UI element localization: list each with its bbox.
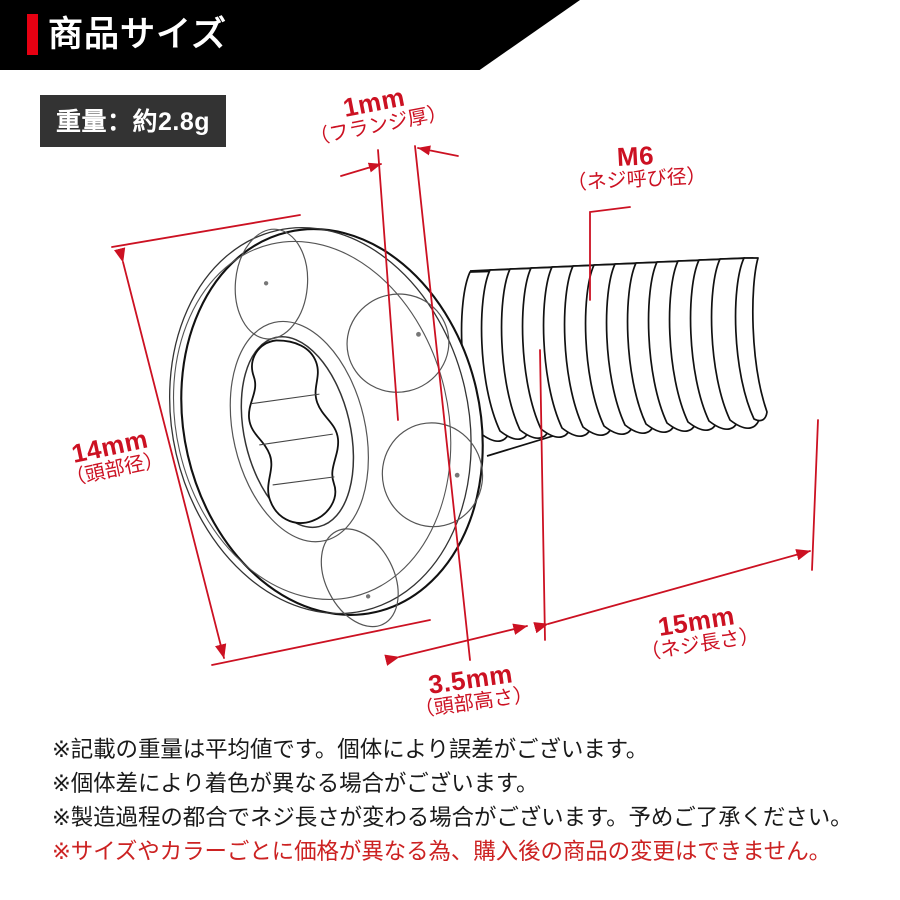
ext-line-head-dia-bottom bbox=[211, 619, 431, 666]
dim-arrow-flange-right bbox=[417, 145, 459, 157]
footnote-item: ※個体差により着色が異なる場合がございます。 bbox=[52, 771, 539, 796]
dimension-label-thread-diameter: M6 （ネジ呼び径） bbox=[565, 138, 707, 195]
footnote-list: ※記載の重量は平均値です。個体により誤差がございます。 ※個体差により着色が異な… bbox=[52, 733, 868, 869]
page-title: 商品サイズ bbox=[48, 15, 227, 54]
ext-line-flange-right bbox=[414, 145, 471, 661]
dim-arrow-head-height bbox=[384, 623, 528, 666]
weight-badge: 重量：約2.8g bbox=[40, 95, 227, 147]
ext-line-thread-start bbox=[539, 349, 546, 641]
dimension-label-flange-thickness: 1mm （フランジ厚） bbox=[303, 75, 450, 150]
leader-m6 bbox=[589, 206, 631, 301]
dimension-note: （ネジ呼び径） bbox=[566, 165, 708, 195]
dimension-label-head-diameter: 14mm （頭部径） bbox=[58, 422, 166, 491]
ext-line-head-dia-top bbox=[111, 214, 301, 248]
footnote-item: ※製造過程の都合でネジ長さが変わる場合がございます。予めご了承ください。 bbox=[52, 805, 853, 830]
header-banner bbox=[0, 0, 580, 70]
ext-line-flange-left bbox=[377, 149, 399, 421]
dim-arrow-flange-left bbox=[340, 162, 382, 177]
header-accent-bar bbox=[27, 14, 38, 55]
dimension-label-head-height: 3.5mm （頭部高さ） bbox=[409, 657, 535, 723]
ext-line-thread-end bbox=[811, 419, 819, 571]
footnote-item-warning: ※サイズやカラーごとに価格が異なる為、購入後の商品の変更はできません。 bbox=[52, 839, 832, 864]
dimension-label-thread-length: 15mm （ネジ長さ） bbox=[635, 598, 761, 666]
bolt-outline bbox=[169, 227, 768, 628]
footnote-item: ※記載の重量は平均値です。個体により誤差がございます。 bbox=[52, 737, 649, 762]
